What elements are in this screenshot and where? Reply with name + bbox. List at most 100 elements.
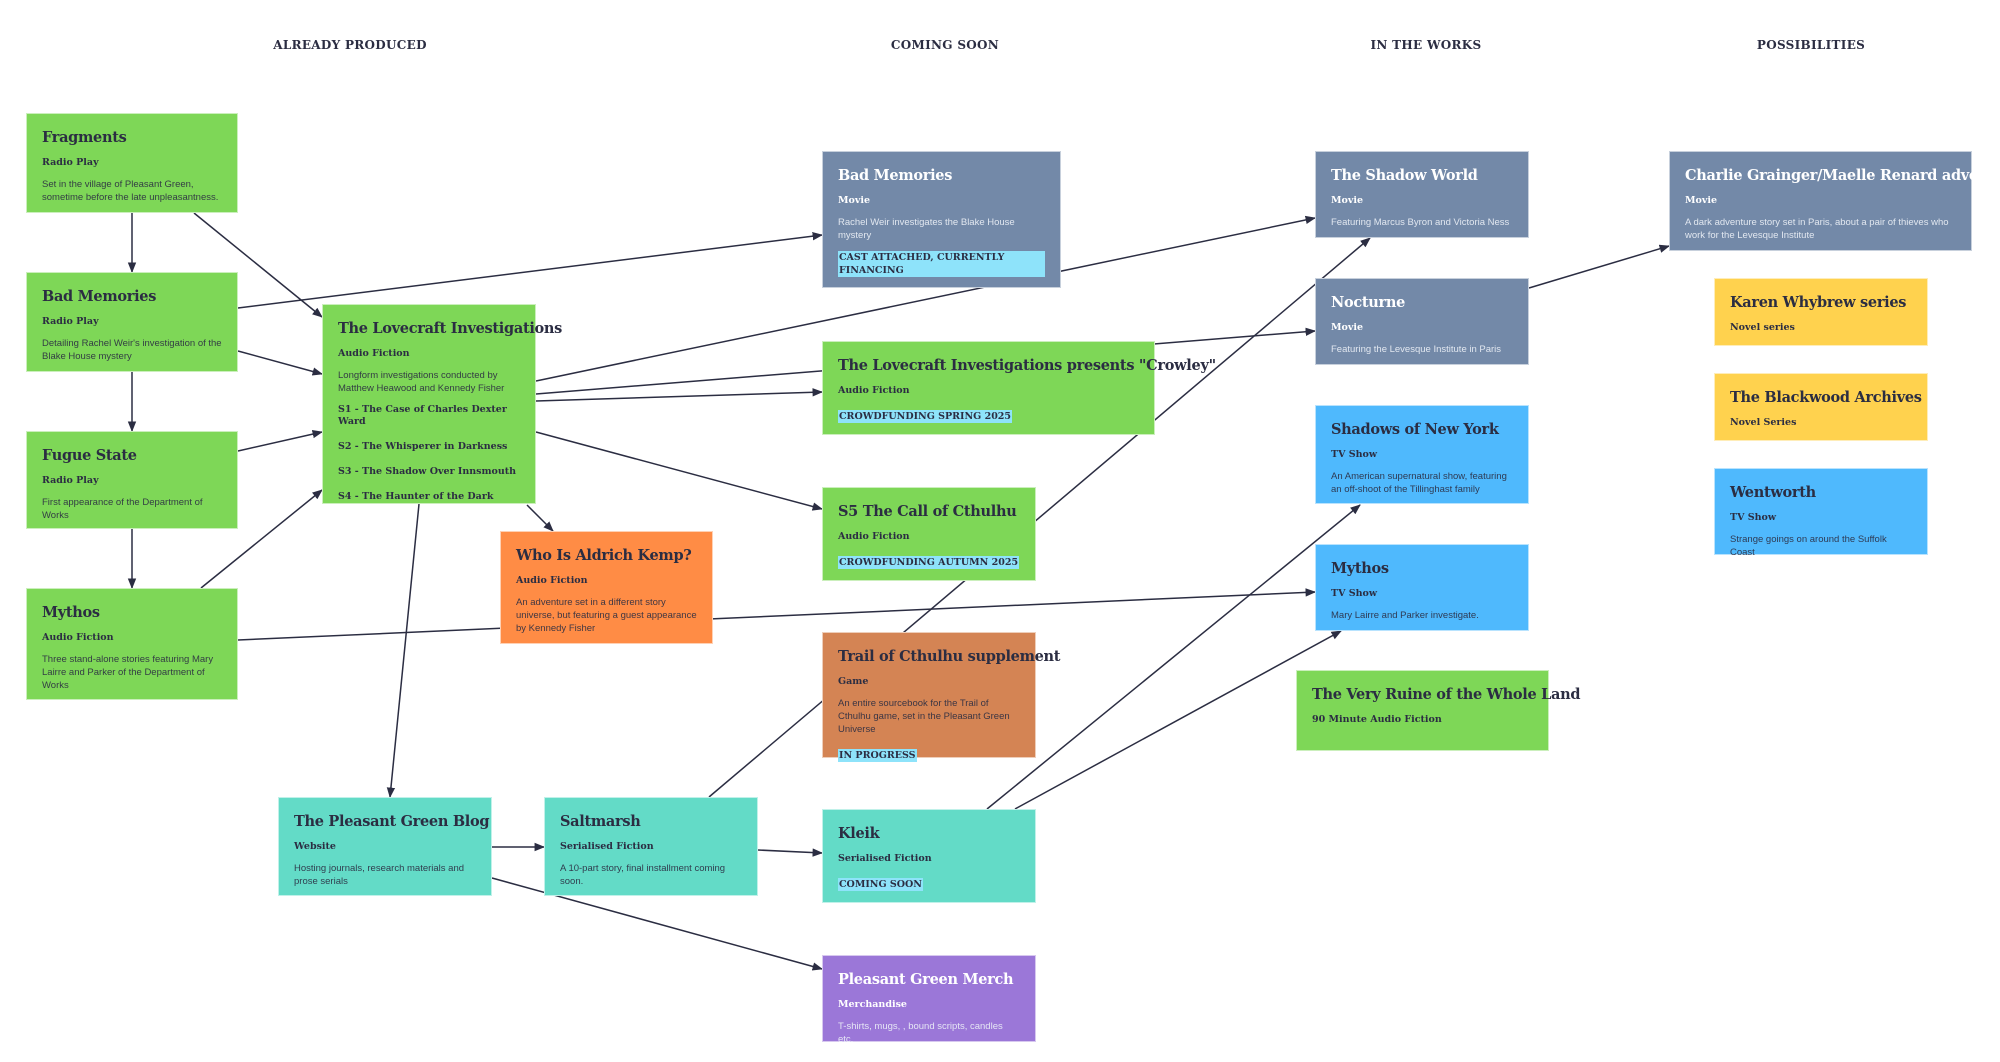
- card-aldrich-kemp[interactable]: Who Is Aldrich Kemp? Audio Fiction An adve…: [500, 531, 713, 644]
- card-description: Featuring Marcus Byron and Victoria Ness: [1331, 217, 1510, 228]
- card-title: Kleik: [838, 825, 880, 842]
- card-title: The Very Ruine of the Whole Land: [1312, 686, 1581, 703]
- card-type: Radio Play: [42, 475, 99, 486]
- card-season-item: S3 - The Shadow Over Innsmouth: [338, 466, 517, 477]
- card-type: Movie: [1331, 195, 1364, 206]
- card-description: Set in the village of Pleasant Green, so…: [42, 179, 219, 203]
- card-description: Detailing Rachel Weir's investigation of…: [42, 338, 222, 362]
- card-type: Audio Fiction: [838, 385, 910, 396]
- status-badge: CROWDFUNDING SPRING 2025: [838, 410, 1013, 423]
- connector-arrow-nocturne-to-charlie-grainger: [1528, 244, 1671, 289]
- connector-arrow-bad-memories-radio-to-bad-memories-movie: [237, 232, 824, 309]
- card-type: Movie: [1685, 195, 1718, 206]
- connector-arrow-fugue-state-to-lovecraft-investigations: [237, 429, 324, 452]
- connector-arrow-lovecraft-investigations-to-crowley: [535, 388, 824, 402]
- card-type: Novel Series: [1730, 417, 1797, 428]
- card-type: Game: [838, 676, 869, 687]
- card-type: Audio Fiction: [42, 632, 114, 643]
- card-type: Radio Play: [42, 316, 99, 327]
- card-title: Bad Memories: [838, 167, 953, 184]
- card-description: An adventure set in a different story un…: [516, 597, 697, 634]
- card-description: A 10-part story, final installment comin…: [560, 863, 726, 887]
- card-type: Audio Fiction: [516, 575, 588, 586]
- card-title: Charlie Grainger/Maelle Renard adventure: [1685, 167, 2000, 184]
- card-title: Shadows of New York: [1331, 421, 1499, 438]
- card-season-item: S2 - The Whisperer in Darkness: [338, 441, 508, 452]
- card-charlie-grainger[interactable]: Charlie Grainger/Maelle Renard adventure…: [1669, 151, 2000, 251]
- card-very-ruine[interactable]: The Very Ruine of the Whole Land 90 Minut…: [1296, 670, 1581, 751]
- card-title: Trail of Cthulhu supplement: [838, 648, 1061, 665]
- card-type: 90 Minute Audio Fiction: [1312, 714, 1442, 725]
- connector-arrow-bad-memories-radio-to-lovecraft-investigations: [237, 350, 324, 376]
- connector-arrow-lovecraft-investigations-to-aldrich-kemp: [526, 504, 554, 532]
- connector-arrow-lovecraft-investigations-to-shadow-world: [535, 215, 1317, 382]
- connector-arrow-saltmarsh-to-shadow-world: [708, 237, 1371, 798]
- column-header-already-produced: ALREADY PRODUCED: [273, 38, 427, 52]
- card-title: Bad Memories: [42, 288, 157, 305]
- card-title: Nocturne: [1331, 294, 1406, 311]
- column-header-in-the-works: IN THE WORKS: [1370, 38, 1482, 52]
- card-description: T-shirts, mugs, , bound scripts, candles…: [838, 1021, 1003, 1045]
- card-description: Hosting journals, research materials and…: [294, 863, 465, 887]
- card-type: Serialised Fiction: [560, 841, 654, 852]
- card-title: The Lovecraft Investigations: [338, 320, 563, 337]
- card-description: First appearance of the Department of Wo…: [42, 497, 203, 521]
- column-header-coming-soon: COMING SOON: [890, 38, 1000, 52]
- connector-arrow-lovecraft-investigations-to-s5-cthulhu: [535, 431, 824, 511]
- card-description: Strange goings on around the Suffolk Coa…: [1730, 534, 1887, 558]
- card-title: Who Is Aldrich Kemp?: [516, 547, 692, 564]
- card-description: Rachel Weir investigates the Blake House…: [838, 217, 1015, 241]
- card-title: Wentworth: [1730, 484, 1816, 501]
- connector-arrow-kleik-to-shadows-new-york: [986, 504, 1361, 810]
- card-type: Radio Play: [42, 157, 99, 168]
- card-crowley[interactable]: The Lovecraft Investigations presents "C…: [822, 341, 1216, 435]
- card-description: Featuring the Levesque Institute in Pari…: [1331, 344, 1502, 355]
- card-title: The Pleasant Green Blog: [294, 813, 490, 830]
- connector-arrow-saltmarsh-to-kleik: [757, 848, 824, 857]
- card-title: The Blackwood Archives: [1730, 389, 1922, 406]
- card-title: Saltmarsh: [560, 813, 641, 830]
- card-title: Fugue State: [42, 447, 137, 464]
- card-type: Audio Fiction: [338, 348, 410, 359]
- card-title: S5 The Call of Cthulhu: [838, 503, 1017, 520]
- card-title: Karen Whybrew series: [1730, 294, 1907, 311]
- card-type: Movie: [838, 195, 871, 206]
- card-season-item: S1 - The Case of Charles Dexter Ward: [338, 404, 507, 427]
- card-type: TV Show: [1730, 512, 1777, 523]
- card-title: Pleasant Green Merch: [838, 971, 1014, 988]
- card-type: Novel series: [1730, 322, 1795, 333]
- status-badge: COMING SOON: [838, 878, 923, 891]
- connector-arrow-mythos-audio-to-lovecraft-investigations: [200, 489, 323, 589]
- card-type: TV Show: [1331, 588, 1378, 599]
- card-type: TV Show: [1331, 449, 1378, 460]
- card-type: Website: [294, 841, 336, 852]
- connector-arrow-lovecraft-investigations-to-blog: [386, 503, 420, 799]
- card-shadows-new-york[interactable]: Shadows of New York TV Show An American su…: [1315, 405, 1529, 504]
- card-title: Mythos: [42, 604, 100, 621]
- status-badge: CROWDFUNDING AUTUMN 2025: [838, 556, 1020, 569]
- card-type: Merchandise: [838, 999, 907, 1010]
- card-title: The Lovecraft Investigations presents "C…: [838, 357, 1216, 374]
- card-type: Audio Fiction: [838, 531, 910, 542]
- card-description: An American supernatural show, featuring…: [1331, 471, 1507, 495]
- card-title: Fragments: [42, 129, 127, 146]
